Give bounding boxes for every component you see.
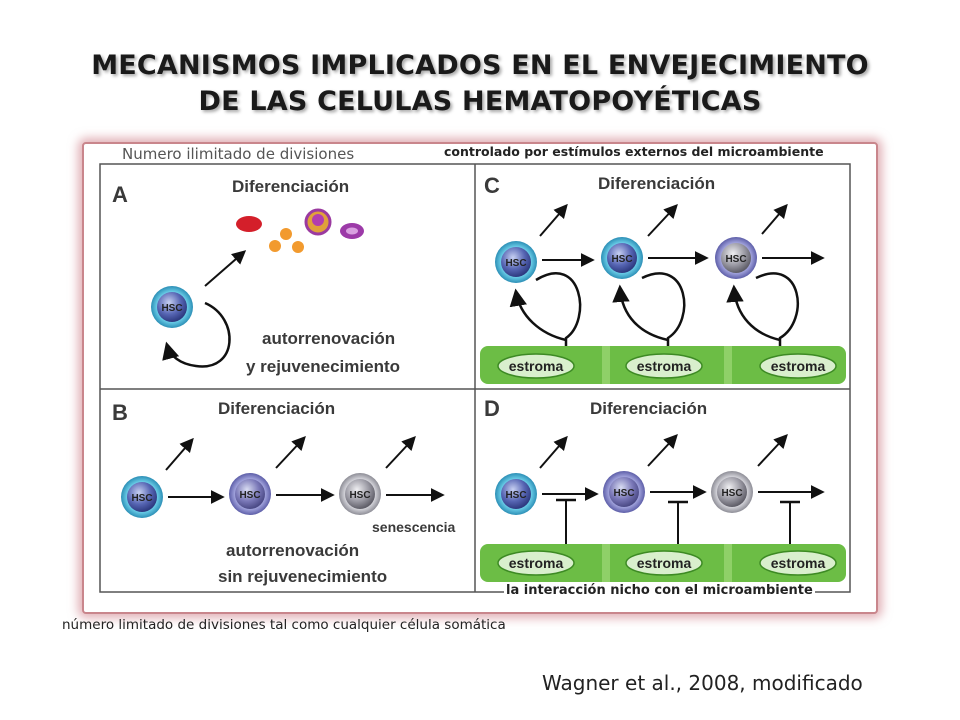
hsc-cell: HSC bbox=[229, 473, 271, 515]
panel-grid bbox=[99, 163, 851, 593]
panel-b-differentiation-label: Diferenciación bbox=[218, 399, 335, 418]
svg-text:estroma: estroma bbox=[771, 555, 826, 571]
hsc-cell: HSC bbox=[601, 237, 643, 279]
panel-a-self-renewal-line-1: autorrenovación bbox=[262, 329, 395, 348]
hsc-label: HSC bbox=[613, 488, 634, 499]
inhibition-bars bbox=[556, 498, 800, 544]
panel-a: A Diferenciación HSC autorrenovación y r… bbox=[112, 177, 400, 376]
hsc-label: HSC bbox=[239, 490, 260, 501]
hsc-cell: HSC bbox=[603, 471, 645, 513]
hsc-cell: HSC bbox=[715, 237, 757, 279]
stroma-label: estroma bbox=[497, 550, 575, 576]
panel-b-self-renewal-line-2: sin rejuvenecimiento bbox=[218, 567, 387, 586]
stroma-label: estroma bbox=[497, 353, 575, 379]
svg-text:estroma: estroma bbox=[509, 358, 564, 374]
hsc-cell: HSC bbox=[121, 476, 163, 518]
hsc-cell: HSC bbox=[495, 473, 537, 515]
hsc-cell: HSC bbox=[151, 286, 193, 328]
svg-text:estroma: estroma bbox=[637, 358, 692, 374]
hsc-label: HSC bbox=[161, 303, 182, 314]
hsc-cell: HSC bbox=[339, 473, 381, 515]
panel-a-self-renewal-line-2: y rejuvenecimiento bbox=[246, 357, 400, 376]
hsc-label: HSC bbox=[131, 493, 152, 504]
panel-letter-a: A bbox=[112, 182, 128, 207]
svg-text:estroma: estroma bbox=[509, 555, 564, 571]
citation: Wagner et al., 2008, modificado bbox=[542, 671, 863, 695]
hsc-label: HSC bbox=[721, 488, 742, 499]
hsc-label: HSC bbox=[349, 490, 370, 501]
panel-letter-b: B bbox=[112, 400, 128, 425]
panel-b: B Diferenciación HSC HSC HSC senescencia… bbox=[112, 399, 455, 586]
panel-c-differentiation-label: Diferenciación bbox=[598, 174, 715, 193]
hsc-label: HSC bbox=[611, 254, 632, 265]
hsc-label: HSC bbox=[505, 258, 526, 269]
stroma-label: estroma bbox=[625, 550, 703, 576]
caption-unlimited-divisions: Numero ilimitado de divisiones bbox=[120, 145, 357, 163]
hsc-cell: HSC bbox=[495, 241, 537, 283]
stroma-label: estroma bbox=[759, 550, 837, 576]
panel-letter-c: C bbox=[484, 173, 500, 198]
page-title: MECANISMOS IMPLICADOS EN EL ENVEJECIMIEN… bbox=[0, 48, 960, 120]
stroma-label: estroma bbox=[759, 353, 837, 379]
panel-b-self-renewal-line-1: autorrenovación bbox=[226, 541, 359, 560]
panel-d: D Diferenciación estroma estroma estroma… bbox=[480, 396, 846, 582]
caption-niche-interaction: la interacción nicho con el microambient… bbox=[504, 582, 815, 600]
caption-external-stimuli: controlado por estímulos externos del mi… bbox=[442, 144, 826, 160]
hsc-cell: HSC bbox=[711, 471, 753, 513]
panel-letter-d: D bbox=[484, 396, 500, 421]
panel-d-differentiation-label: Diferenciación bbox=[590, 399, 707, 418]
panel-c: C Diferenciación estroma estroma estroma… bbox=[480, 173, 846, 384]
hsc-label: HSC bbox=[505, 490, 526, 501]
panel-a-differentiation-label: Diferenciación bbox=[232, 177, 349, 196]
differentiated-cells bbox=[236, 208, 364, 253]
caption-limited-divisions: número limitado de divisiones tal como c… bbox=[62, 617, 506, 633]
hsc-label: HSC bbox=[725, 254, 746, 265]
stroma-label: estroma bbox=[625, 353, 703, 379]
svg-text:estroma: estroma bbox=[771, 358, 826, 374]
title-line-1: MECANISMOS IMPLICADOS EN EL ENVEJECIMIEN… bbox=[91, 50, 869, 81]
senescence-label: senescencia bbox=[372, 519, 455, 535]
svg-text:estroma: estroma bbox=[637, 555, 692, 571]
title-line-2: DE LAS CELULAS HEMATOPOYÉTICAS bbox=[198, 86, 762, 117]
